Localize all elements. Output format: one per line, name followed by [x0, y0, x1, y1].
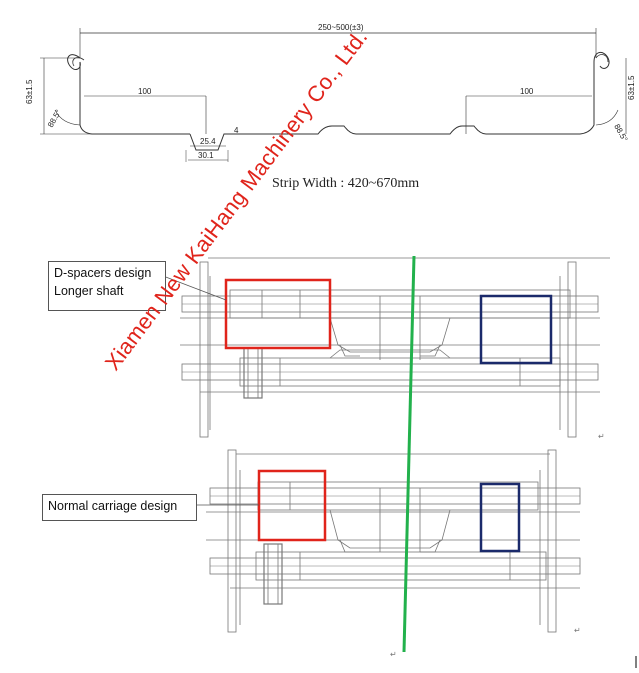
- panel-profile: [40, 28, 627, 162]
- callout-line-2: Longer shaft: [54, 284, 124, 298]
- centerline: [402, 255, 416, 653]
- angle-label-left: 88.5°: [46, 108, 63, 129]
- rib-depth-label: 4: [234, 126, 239, 135]
- height-label-left: 63±1.5: [25, 79, 34, 104]
- highlight-box-red-bottom: [257, 469, 327, 542]
- callout-line-1: D-spacers design: [54, 266, 152, 280]
- rib-bottom-label: 30.1: [198, 151, 214, 160]
- highlight-box-red-top: [224, 278, 332, 350]
- height-label-right: 63±1.5: [627, 75, 636, 100]
- paragraph-mark: ↵: [574, 626, 581, 635]
- callout-d-spacers: D-spacers design Longer shaft: [48, 261, 166, 311]
- flat-right-label: 100: [520, 87, 534, 96]
- angle-label-right: 88.5°: [612, 123, 629, 144]
- flat-left-label: 100: [138, 87, 152, 96]
- callout-line-bottom: Normal carriage design: [48, 499, 178, 513]
- paragraph-mark: ↵: [390, 650, 397, 659]
- roll-station-top: [180, 257, 610, 438]
- rib-top-label: 25.4: [200, 137, 216, 146]
- strip-width-text: Strip Width : 420~670mm: [272, 176, 420, 191]
- paragraph-mark: ↵: [598, 432, 605, 441]
- overall-width-label: 250~500(±3): [318, 23, 364, 32]
- callout-normal-carriage: Normal carriage design: [42, 494, 197, 521]
- highlight-box-navy-bottom: [479, 482, 521, 553]
- highlight-box-navy-top: [479, 294, 553, 365]
